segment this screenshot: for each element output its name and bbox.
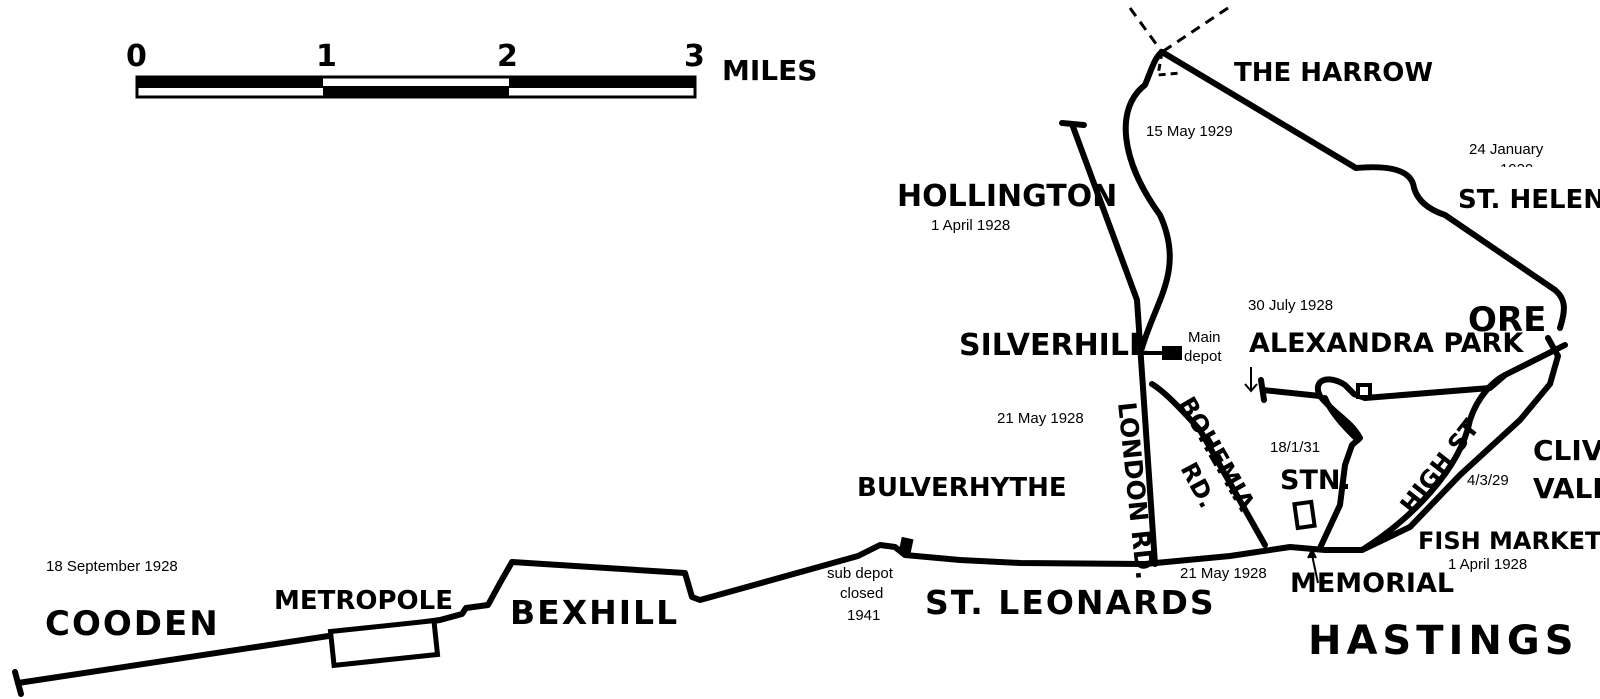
scale-tick-1: 1: [316, 39, 337, 74]
hollington-terminus: [1059, 120, 1087, 128]
place-st-leonards: ST. LEONARDS: [925, 583, 1216, 622]
arrows: [1244, 367, 1319, 584]
sub-depot-label-3: 1941: [847, 607, 880, 624]
place-clive: CLIVE: [1533, 434, 1600, 467]
scale-tick-2: 2: [497, 39, 518, 74]
date-memorial: 21 May 1928: [1180, 565, 1267, 582]
sub-depot-icon: [898, 536, 914, 556]
date-fish-market: 1 April 1928: [1448, 556, 1527, 573]
place-st-helens: ST. HELENS: [1458, 185, 1600, 215]
route-alexandra-park: [1260, 372, 1508, 401]
route-london-rd: [1069, 121, 1158, 567]
place-hollington: HOLLINGTON: [897, 179, 1117, 214]
date-alexandra-park: 30 July 1928: [1248, 297, 1333, 314]
memorial-arrow: [1311, 554, 1319, 584]
main-depot-label-2: depot: [1184, 348, 1222, 365]
date-st-helens: 24 January: [1469, 141, 1544, 158]
place-hastings: HASTINGS: [1308, 618, 1579, 664]
route-st-helens: [1159, 49, 1567, 331]
alexandra-park-siding: [1356, 383, 1372, 399]
route-bohemia-rd: [1149, 381, 1268, 548]
date-st-helens-year: 1929: [1500, 161, 1533, 178]
tram-routes: [12, 6, 1568, 697]
place-alexandra-park: ALEXANDRA PARK: [1249, 328, 1524, 359]
metropole-loop: [327, 617, 441, 669]
sub-depot-label-1: sub depot: [827, 565, 894, 582]
date-stn: 18/1/31: [1270, 439, 1320, 456]
route-alexandra-west-link: [1322, 395, 1361, 443]
scale-tick-0: 0: [126, 39, 147, 74]
alexandra-arrow: [1244, 367, 1258, 393]
place-bulverhythe: BULVERHYTHE: [857, 473, 1067, 503]
memorial-arrow-head: [1307, 547, 1317, 559]
date-cooden: 18 September 1928: [46, 558, 178, 575]
alexandra-park-terminus: [1258, 377, 1267, 403]
date-silverhill: 21 May 1928: [997, 410, 1084, 427]
route-harrow-west: [1122, 49, 1173, 351]
place-labels: THE HARROW ST. HELENS HOLLINGTON SILVERH…: [45, 58, 1600, 664]
place-ore: ORE: [1468, 300, 1546, 340]
place-fish-market: FISH MARKET: [1418, 527, 1600, 555]
place-the-harrow: THE HARROW: [1234, 58, 1433, 88]
road-stn: STN.: [1280, 465, 1351, 496]
sub-depot-label-2: closed: [840, 585, 883, 602]
place-memorial: MEMORIAL: [1290, 568, 1454, 599]
station-stub: [1292, 499, 1317, 531]
harrow-turning-loop: [1156, 51, 1181, 77]
scale-bar: 0 1 2 3 MILES: [126, 39, 817, 99]
date-harrow: 15 May 1929: [1146, 123, 1233, 140]
date-hollington: 1 April 1928: [931, 217, 1010, 234]
place-bexhill: BEXHILL: [510, 593, 679, 632]
place-silverhill: SILVERHILL: [959, 328, 1148, 363]
main-depot-label-1: Main: [1188, 329, 1221, 346]
date-clive-vale: 4/3/29: [1467, 472, 1509, 489]
cooden-terminus: [12, 669, 24, 697]
depot-notes: Main depot sub depot closed 1941: [827, 329, 1222, 624]
harrow-dashed-line-left: [1128, 7, 1164, 53]
place-vale: VALE: [1533, 472, 1600, 505]
harrow-dashed-line-right: [1161, 6, 1229, 54]
date-st-helens-year-clip-group: 1929: [1500, 161, 1533, 178]
place-metropole: METROPOLE: [274, 586, 453, 616]
main-depot-icon: [1162, 346, 1182, 360]
scale-tick-3: 3: [684, 39, 705, 74]
scale-unit: MILES: [722, 54, 817, 87]
route-high-st: [1359, 342, 1568, 553]
place-cooden: COODEN: [45, 604, 220, 644]
opening-dates: 15 May 1929 24 January 1929 1 April 1928…: [46, 123, 1544, 582]
